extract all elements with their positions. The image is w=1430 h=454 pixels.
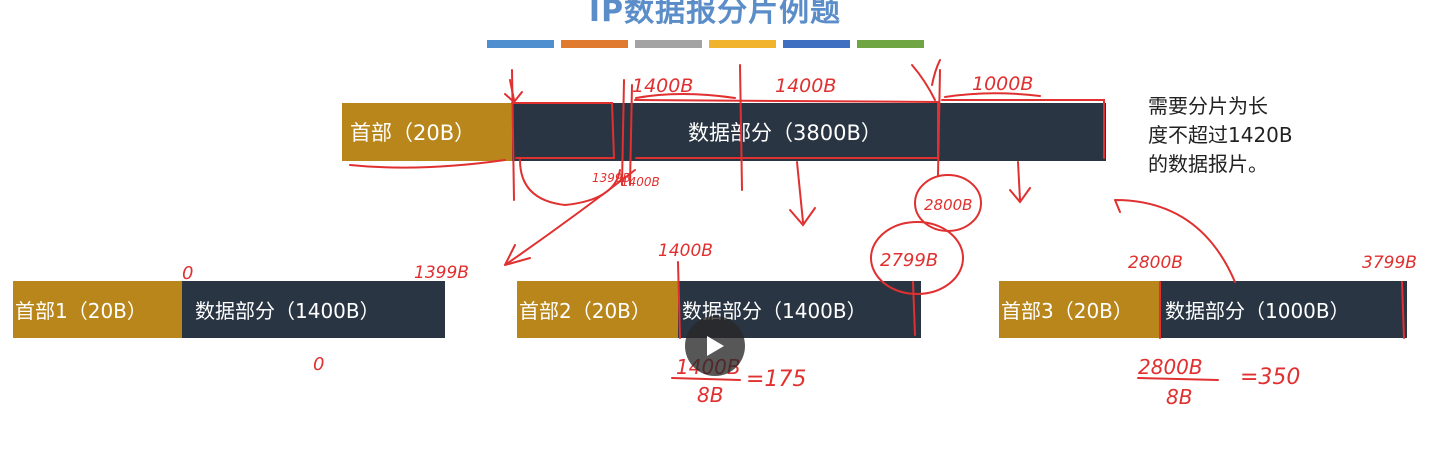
fragment-2-header-label: 首部2（20B） [519, 299, 651, 323]
ink-2800-frag3: 2800B [1128, 253, 1183, 273]
note-line-1: 需要分片为长 [1148, 94, 1268, 118]
ink-div2-res: =350 [1240, 365, 1300, 390]
stripe-orange [561, 40, 628, 48]
stripe-green [857, 40, 924, 48]
ink-arrow-mid [789, 161, 816, 227]
fragment-1: 首部1（20B） 数据部分（1400B） [13, 281, 445, 338]
original-data-label: 数据部分（3800B） [688, 121, 882, 145]
ink-1399-small: 1399B [592, 171, 631, 185]
ink-fraction-bar-1 [671, 377, 741, 381]
ink-2799-circle: 2799B [880, 250, 938, 271]
ink-fraction-bar-2 [1137, 377, 1219, 381]
video-play-button[interactable] [685, 316, 745, 376]
fragment-requirement-note: 需要分片为长 度不超过1420B 的数据报片。 [1148, 92, 1348, 179]
fragment-1-header: 首部1（20B） [13, 281, 182, 338]
fragment-1-header-label: 首部1（20B） [15, 299, 147, 323]
ink-zero-bottom: 0 [313, 354, 324, 375]
ink-1400-small: 1400B [621, 175, 660, 189]
slide-title: IP数据报分片例题 [588, 0, 842, 29]
stripe-gray [635, 40, 702, 48]
fragment-3-data-label: 数据部分（1000B） [1165, 299, 1350, 323]
ink-arrow-fragment-1 [504, 169, 636, 266]
stripe-darkblue [783, 40, 850, 48]
ink-arrow-right [1009, 161, 1031, 204]
ink-1399-frag1: 1399B [414, 263, 469, 283]
ink-1400-top-1: 1400B [632, 75, 693, 97]
title-underline-stripes [487, 40, 924, 48]
original-data: 数据部分（3800B） [512, 103, 1106, 161]
ink-div2-num: 2800B [1138, 355, 1203, 379]
ink-div1-res: =175 [746, 367, 806, 392]
ink-3799-frag3: 3799B [1362, 253, 1417, 273]
note-line-3: 的数据报片。 [1148, 152, 1268, 176]
ink-1000-top: 1000B [972, 73, 1033, 95]
fragment-2: 首部2（20B） 数据部分（1400B） [517, 281, 921, 338]
ink-loop [519, 159, 621, 207]
ink-header-underline [349, 159, 506, 169]
fragment-2-header: 首部2（20B） [517, 281, 678, 338]
ink-brace-top [911, 59, 941, 101]
fragment-3-header: 首部3（20B） [999, 281, 1160, 338]
fragment-1-data: 数据部分（1400B） [182, 281, 445, 338]
ink-div2-den: 8B [1166, 385, 1192, 409]
fragment-3: 首部3（20B） 数据部分（1000B） [999, 281, 1407, 338]
fragment-3-data: 数据部分（1000B） [1160, 281, 1407, 338]
fragment-3-header-label: 首部3（20B） [1001, 299, 1133, 323]
fragment-1-data-label: 数据部分（1400B） [195, 299, 380, 323]
original-datagram: 首部（20B） 数据部分（3800B） [342, 103, 1106, 161]
original-header: 首部（20B） [342, 103, 512, 161]
ink-arrow-top-left [504, 79, 523, 104]
ink-bracket-2 [944, 92, 1041, 98]
ink-1400-top-2: 1400B [775, 75, 836, 97]
stripe-blue [487, 40, 554, 48]
ink-1400-frag2: 1400B [658, 241, 713, 261]
stripe-yellow [709, 40, 776, 48]
ink-circle-2800 [914, 174, 982, 232]
ink-bracket-1 [635, 93, 736, 99]
play-icon [707, 336, 724, 356]
original-header-label: 首部（20B） [350, 121, 476, 145]
ink-curve-arrow [1114, 199, 1236, 283]
ink-2800-circle: 2800B [924, 196, 972, 214]
ink-div1-den: 8B [697, 383, 723, 407]
note-line-2: 度不超过1420B [1148, 123, 1293, 147]
